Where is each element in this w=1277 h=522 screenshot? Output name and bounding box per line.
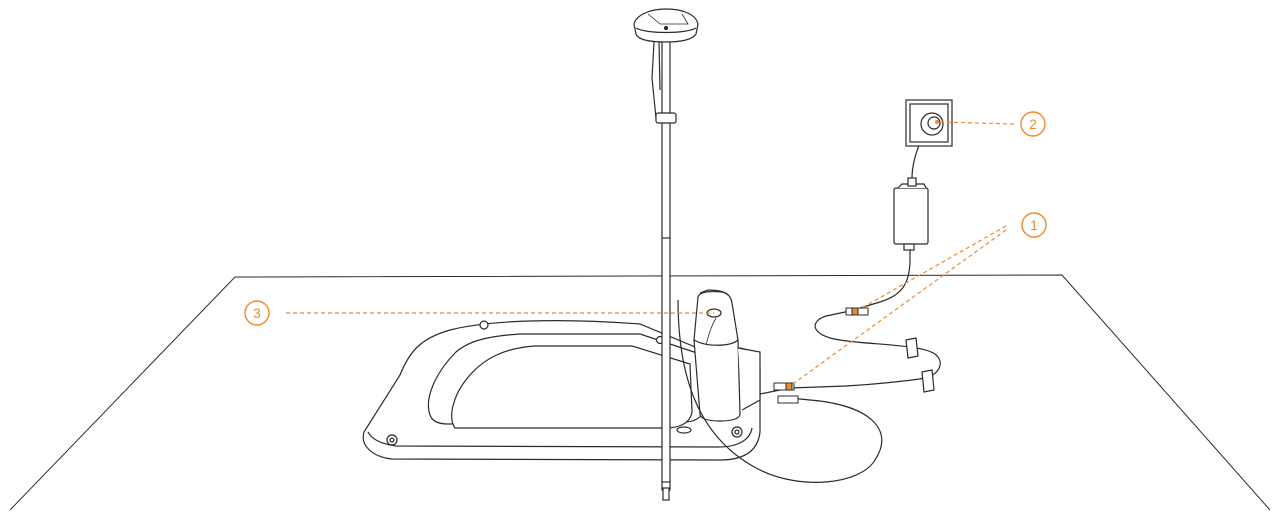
callout-3: 3 (244, 300, 270, 326)
callout-3-number: 3 (253, 305, 261, 321)
low-voltage-cable (677, 248, 941, 483)
rtk-antenna-icon (633, 8, 699, 119)
callout-leaders (286, 121, 1015, 387)
callout-1-number: 1 (1030, 217, 1038, 233)
callout-2: 2 (1020, 111, 1046, 137)
charging-station-icon (693, 289, 761, 422)
power-adapter-icon (893, 177, 929, 251)
cable-connectors (773, 307, 869, 404)
wall-outlet-icon (905, 99, 953, 147)
callout-2-number: 2 (1029, 116, 1037, 132)
ground-plane-icon (9, 274, 1271, 511)
callout-1: 1 (1021, 212, 1047, 238)
charging-station-base (362, 320, 761, 461)
